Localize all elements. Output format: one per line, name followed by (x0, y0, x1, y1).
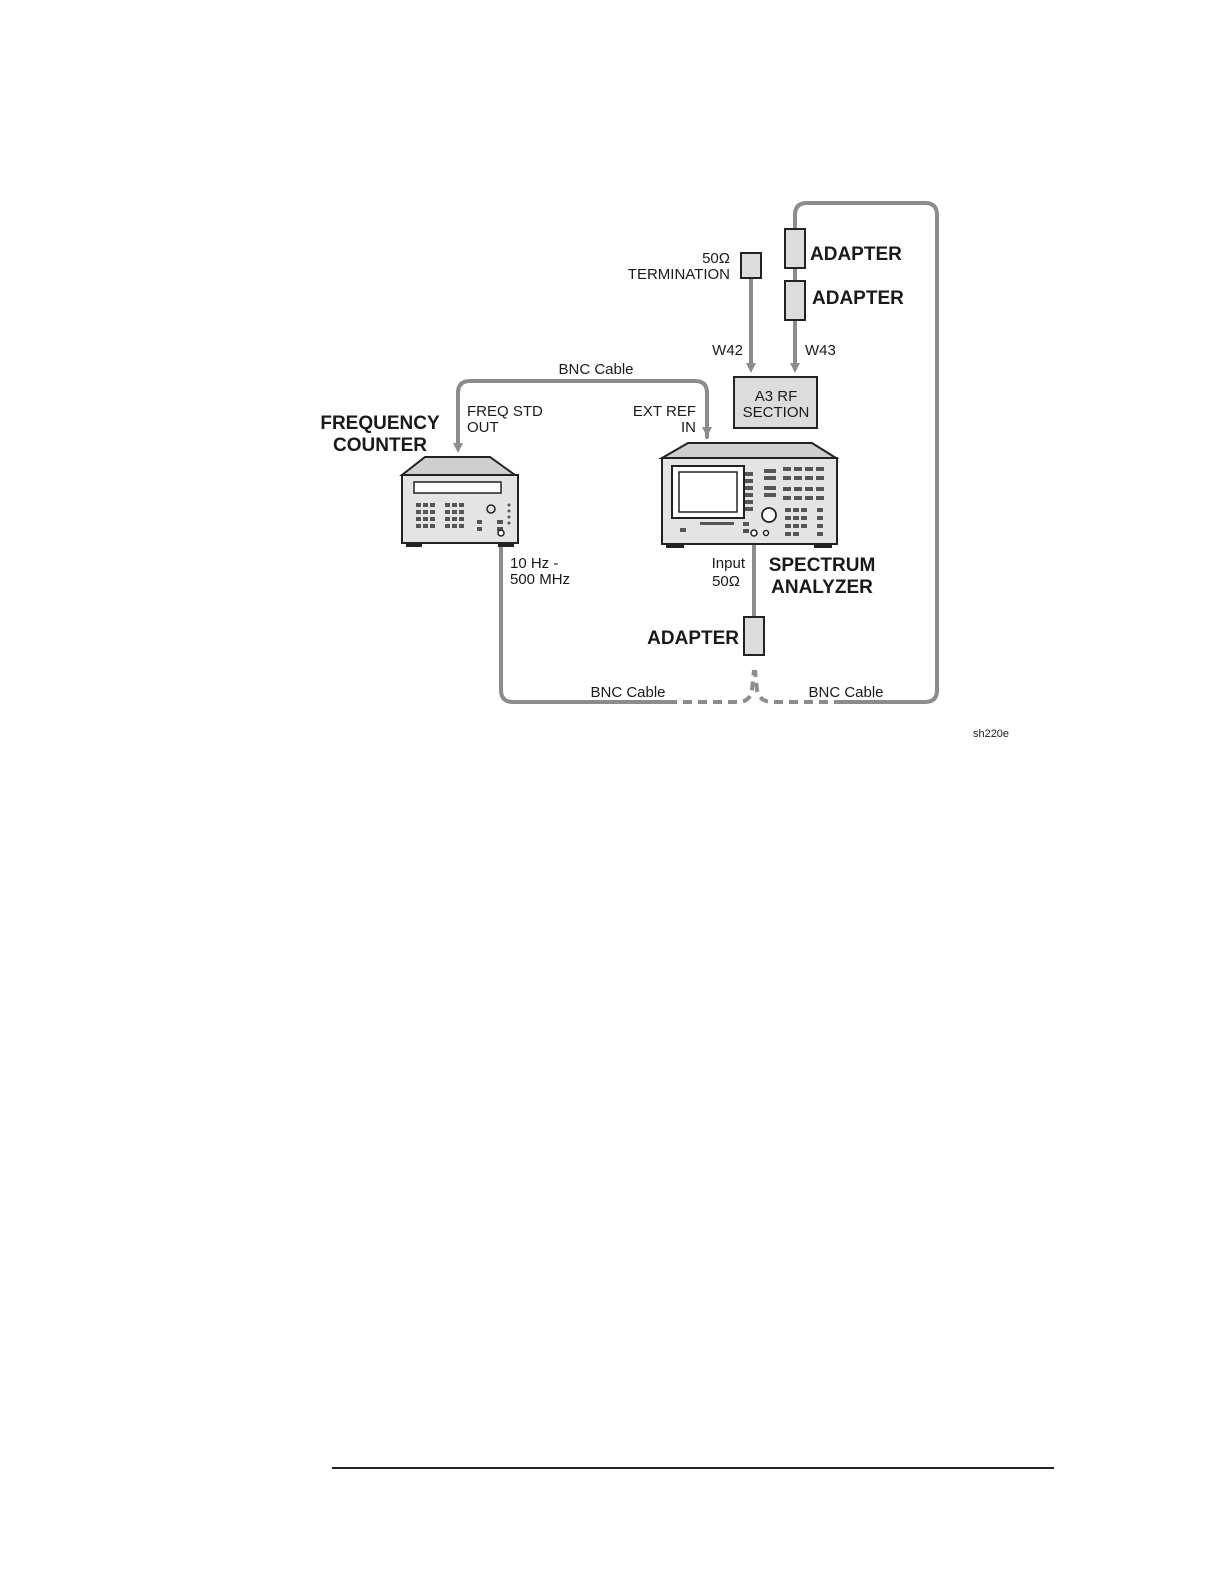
w42-label: W42 (712, 342, 743, 359)
adapter-bottom-block (744, 617, 764, 655)
analyzer-input-label-line1: Input (712, 555, 746, 572)
adapter-top-1-label: ADAPTER (810, 244, 902, 265)
spectrum-analyzer-label-line1: SPECTRUM (769, 555, 876, 576)
adapter-top-2-block (785, 281, 805, 320)
frequency-counter-label-line2: COUNTER (333, 435, 427, 456)
ext-ref-in-label-line2: IN (681, 419, 696, 436)
spectrum-analyzer-label-line2: ANALYZER (771, 577, 873, 598)
bnc-cable-left-dashed (668, 670, 754, 702)
counter-input-label-line2: 500 MHz (510, 571, 570, 588)
figure-id-label: sh220e (973, 728, 1009, 740)
frequency-counter-label-line1: FREQUENCY (320, 413, 440, 434)
spectrum-analyzer-instrument (662, 443, 837, 548)
adapter-bottom-label: ADAPTER (647, 628, 739, 649)
termination-value-label: 50Ω (702, 250, 730, 267)
ext-ref-in-label-line1: EXT REF (633, 403, 696, 420)
w43-label: W43 (805, 342, 836, 359)
bnc-cable-bottom-right-label: BNC Cable (808, 684, 883, 701)
bnc-cable-top-label: BNC Cable (558, 361, 633, 378)
termination-block (741, 253, 761, 278)
termination-label: TERMINATION (628, 266, 730, 283)
a3-rf-label-line2: SECTION (743, 404, 810, 421)
counter-input-label-line1: 10 Hz - (510, 555, 558, 572)
footer-rule (332, 1467, 1054, 1469)
analyzer-input-label-line2: 50Ω (712, 573, 740, 590)
freq-std-out-label-line2: OUT (467, 419, 499, 436)
freq-std-out-label-line1: FREQ STD (467, 403, 543, 420)
adapter-top-2-label: ADAPTER (812, 288, 904, 309)
adapter-top-1-block (785, 229, 805, 268)
a3-rf-label-line1: A3 RF (755, 388, 798, 405)
frequency-counter-instrument (402, 457, 518, 547)
bnc-cable-bottom-left-label: BNC Cable (590, 684, 665, 701)
